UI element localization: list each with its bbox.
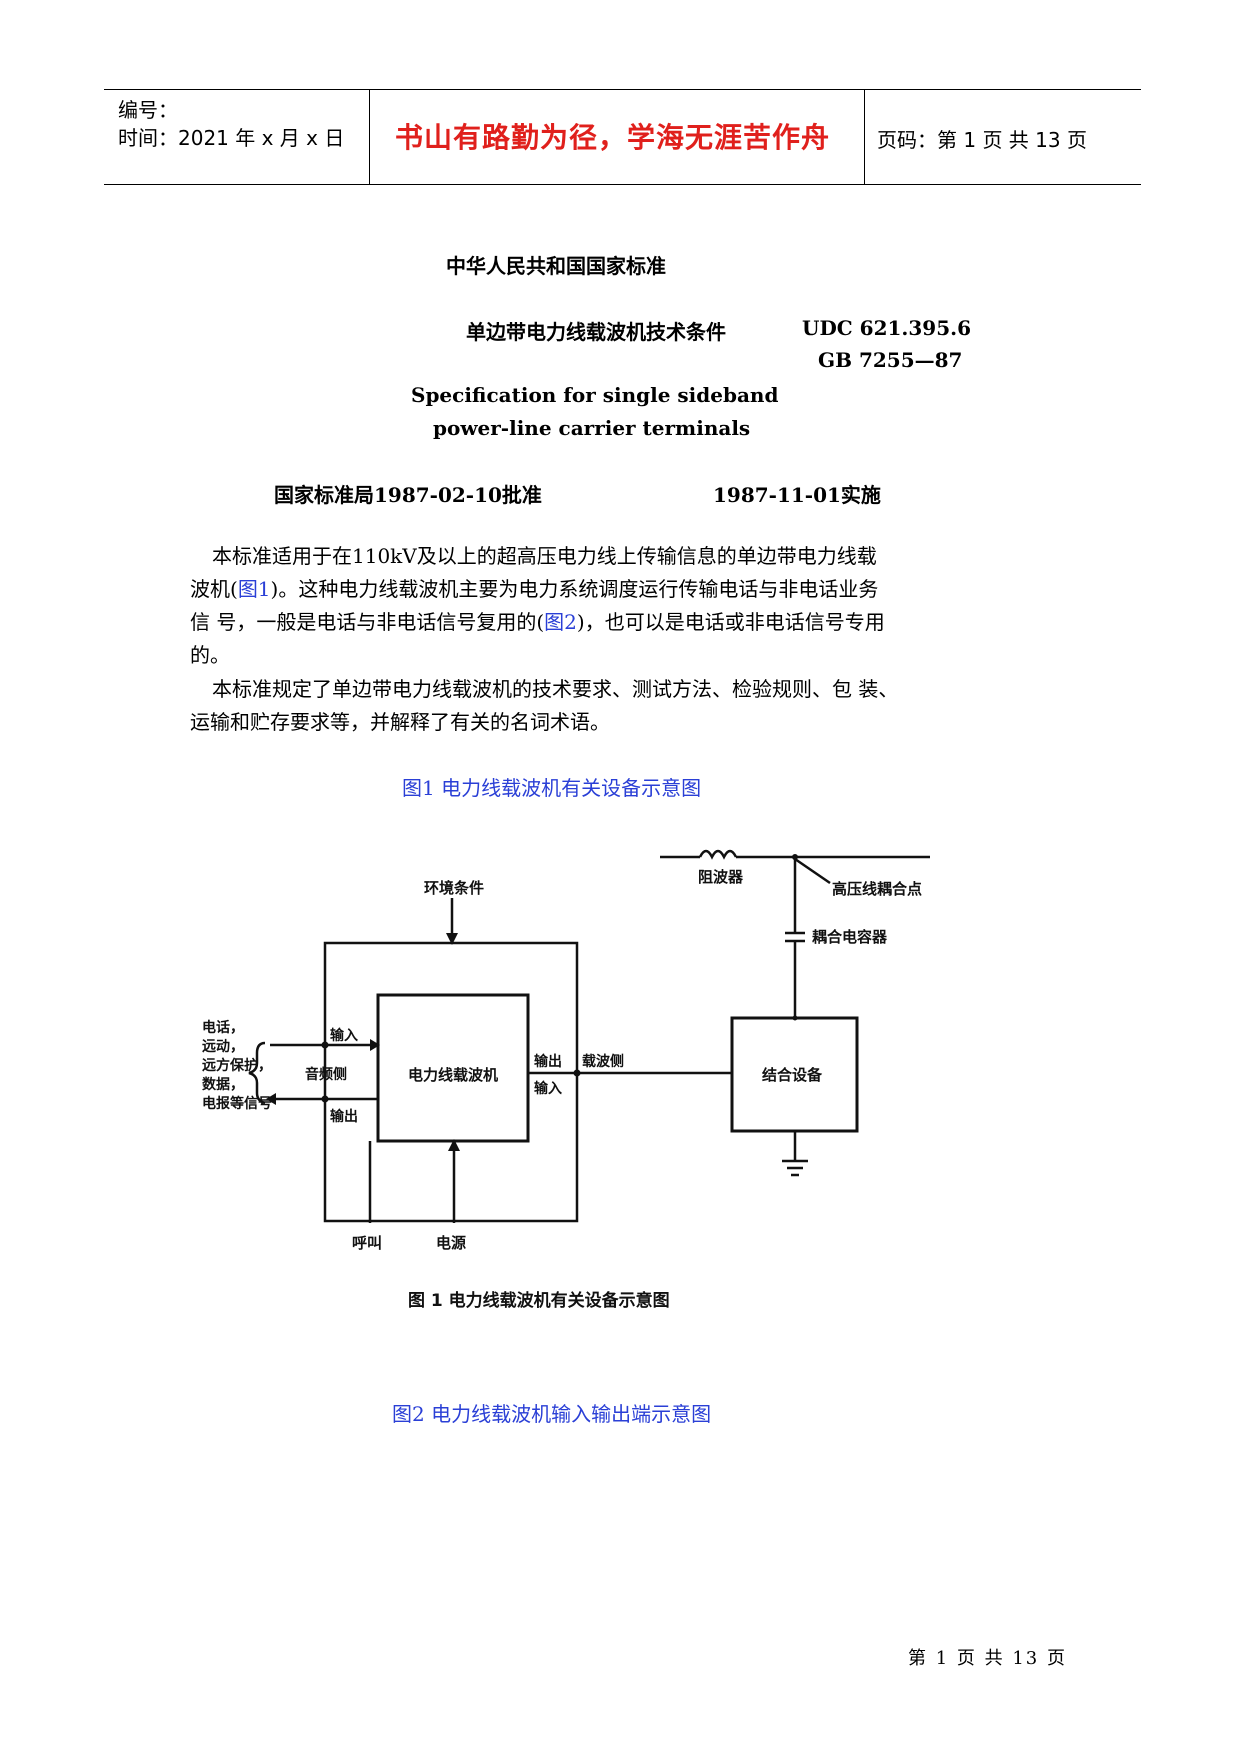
label-signals-1: 电话， xyxy=(202,1019,244,1036)
paragraph-1-line-1: 本标准适用于在110kV及以上的超高压电力线上传输信息的单边带电力线载 xyxy=(212,544,877,568)
hv-pointer-line xyxy=(794,857,831,885)
label-carrier-side: 载波侧 xyxy=(582,1053,624,1070)
label-out2: 输出 xyxy=(534,1053,562,1070)
label-power: 电源 xyxy=(436,1234,466,1252)
national-standard-title: 中华人民共和国国家标准 xyxy=(446,254,666,278)
label-coupling-device: 结合设备 xyxy=(762,1066,823,1084)
label-audio-side: 音频侧 xyxy=(305,1066,347,1083)
fig1-link[interactable]: 图1 xyxy=(237,577,271,601)
label-hv-point: 高压线耦合点 xyxy=(832,880,922,898)
fig2-link[interactable]: 图2 xyxy=(544,610,577,634)
wave-trap-coil xyxy=(698,849,738,860)
label-wave-trap: 阻波器 xyxy=(698,868,744,886)
output-arrow-head xyxy=(266,1093,276,1105)
figure1-image-caption: 图 1 电力线载波机有关设备示意图 xyxy=(408,1290,670,1311)
input-junction xyxy=(321,1041,329,1049)
footer-page-number: 第 1 页 共 13 页 xyxy=(908,1648,1067,1669)
plc-equipment-diagram: 环境条件 阻波器 高压线耦合点 耦合电容器 电话， 远动， 远方保护， 数据， … xyxy=(202,849,930,1311)
label-signals-5: 电报等信号 xyxy=(202,1095,272,1112)
paragraph-1-line-4: 的。 xyxy=(190,643,230,667)
label-signals-4: 数据， xyxy=(202,1076,244,1093)
carrier-junction xyxy=(573,1069,581,1077)
label-plc-unit: 电力线载波机 xyxy=(408,1066,498,1084)
document-title-en-1: Specification for single sideband xyxy=(411,383,779,407)
document-title-cn: 单边带电力线载波机技术条件 xyxy=(466,320,726,344)
header-meta-cell: 编号： 时间：2021 年 x 月 x 日 xyxy=(104,90,370,184)
paragraph-1-line-2: 波机(图1)。这种电力线载波机主要为电力系统调度运行传输电话与非电话业务 xyxy=(190,577,879,601)
figure2-caption-link[interactable]: 图2 电力线载波机输入输出端示意图 xyxy=(392,1402,712,1426)
gb-code: GB 7255—87 xyxy=(818,348,963,372)
input-arrow-head xyxy=(370,1039,380,1051)
approval-date: 国家标准局1987-02-10批准 xyxy=(274,483,542,507)
document-title-en-2: power-line carrier terminals xyxy=(433,416,751,440)
page-header: 编号： 时间：2021 年 x 月 x 日 书山有路勤为径，学海无涯苦作舟 页码… xyxy=(104,89,1141,185)
paragraph-2-line-2: 运输和贮存要求等，并解释了有关的名词术语。 xyxy=(190,710,610,734)
hv-junction xyxy=(792,854,798,860)
udc-code: UDC 621.395.6 xyxy=(802,316,972,340)
label-in2: 输入 xyxy=(534,1080,562,1097)
figure1-caption-link[interactable]: 图1 电力线载波机有关设备示意图 xyxy=(402,776,702,800)
header-page-cell: 页码：第 1 页 共 13 页 xyxy=(865,90,1141,184)
label-coupling-cap: 耦合电容器 xyxy=(812,928,888,946)
label-env: 环境条件 xyxy=(424,879,484,897)
label-input: 输入 xyxy=(330,1027,358,1044)
power-arrow-head xyxy=(448,1139,460,1151)
label-call: 呼叫 xyxy=(352,1234,382,1252)
label-output: 输出 xyxy=(330,1108,358,1125)
effective-date: 1987-11-01实施 xyxy=(713,483,881,507)
coupling-junction xyxy=(792,1015,798,1021)
header-motto-cell: 书山有路勤为径，学海无涯苦作舟 xyxy=(370,90,865,184)
label-signals-3: 远方保护， xyxy=(202,1057,272,1074)
env-arrow-head xyxy=(446,933,458,945)
header-page-info: 页码：第 1 页 共 13 页 xyxy=(877,128,1087,152)
time-label: 时间：2021 年 x 月 x 日 xyxy=(118,126,345,150)
paragraph-1-line-3: 信 号，一般是电话与非电话信号复用的(图2)，也可以是电话或非电话信号专用 xyxy=(190,610,885,634)
paragraph-2-line-1: 本标准规定了单边带电力线载波机的技术要求、测试方法、检验规则、包 装、 xyxy=(212,677,899,701)
output-junction xyxy=(321,1095,329,1103)
serial-label: 编号： xyxy=(118,98,178,122)
signal-brace xyxy=(248,1041,266,1105)
label-signals-2: 远动， xyxy=(202,1038,244,1055)
motto: 书山有路勤为径，学海无涯苦作舟 xyxy=(395,121,831,154)
